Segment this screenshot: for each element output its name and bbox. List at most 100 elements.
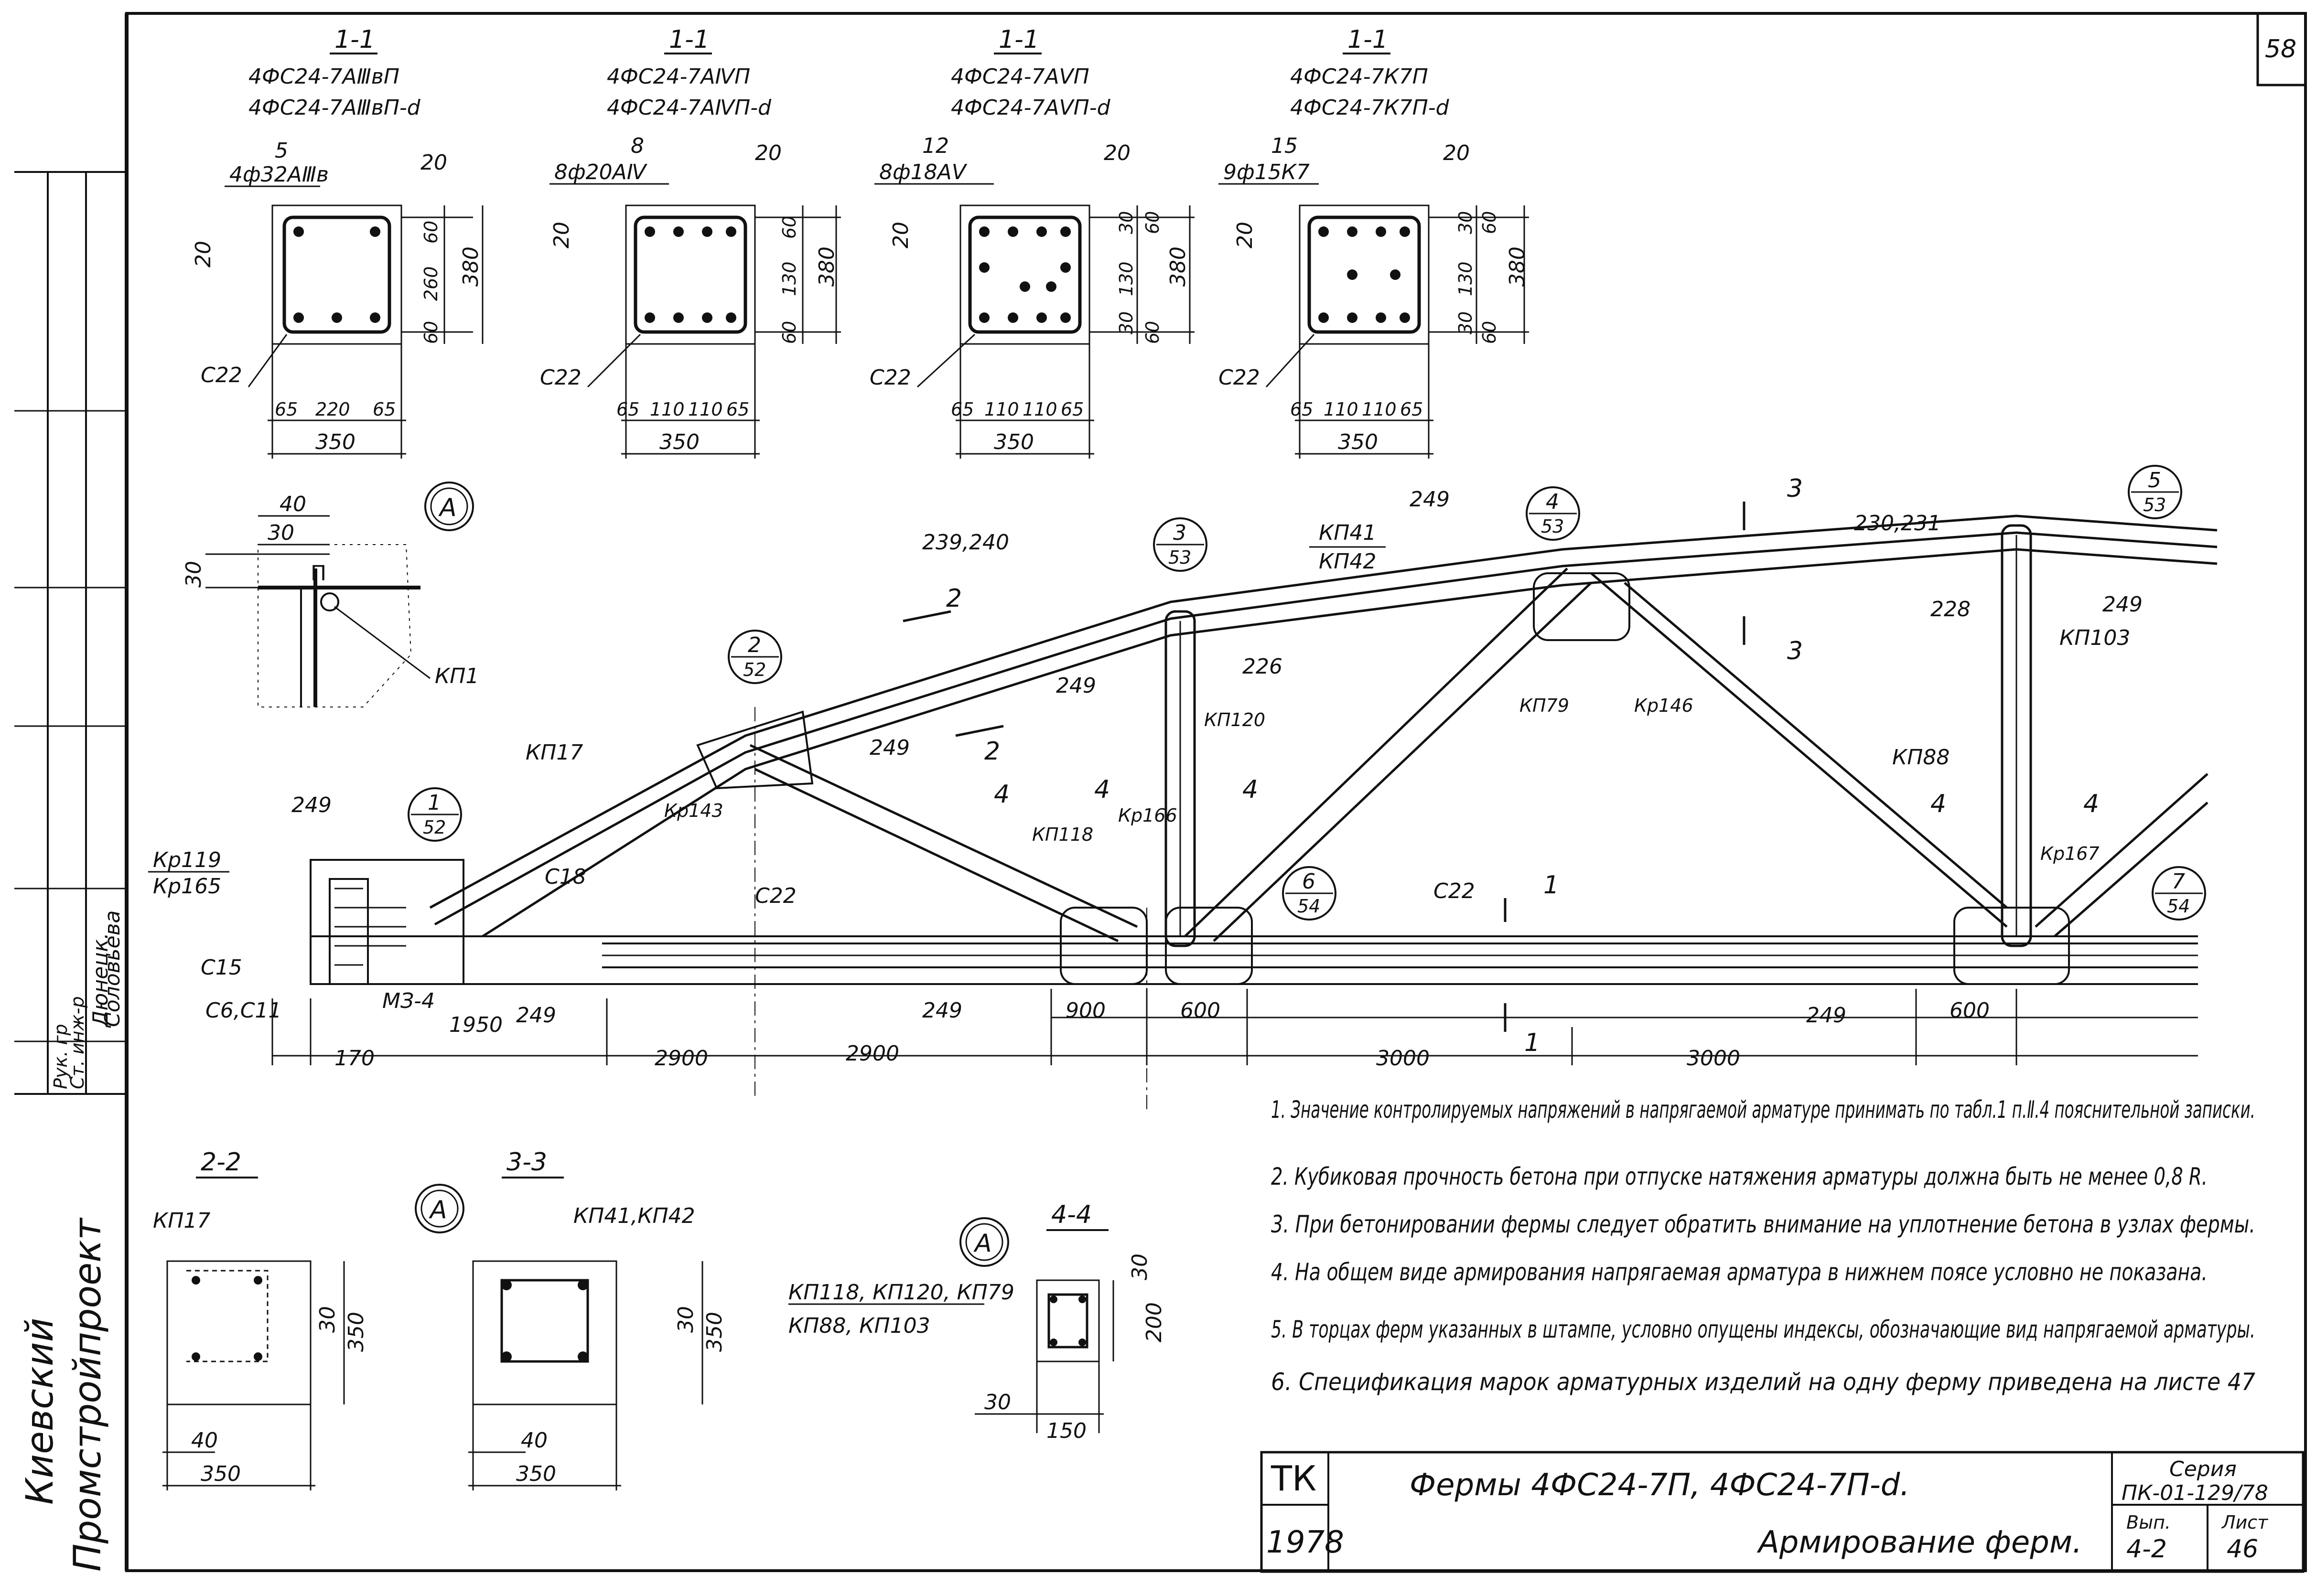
section-1-1-b: 1-1 4ФС24-7АⅣП 4ФС24-7АⅣП-d 8 8ф20АⅣ 20 … bbox=[540, 25, 841, 459]
section-callout-2: КП88, КП103 bbox=[788, 1314, 930, 1338]
section-mark-1: 4ФС24-7АⅤП bbox=[951, 64, 1089, 89]
label-239: 239,240 bbox=[922, 530, 1009, 555]
section-title: 1-1 bbox=[669, 25, 710, 54]
side-stamp-role-2: Ст. инж-р bbox=[67, 996, 88, 1089]
node-callout-1: 1 52 bbox=[408, 787, 462, 842]
dim-total-w: 350 bbox=[659, 430, 700, 454]
dim-3: 30 bbox=[984, 1390, 1011, 1414]
section-1-1-a: 1-1 4ФС24-7АⅢвП 4ФС24-7АⅢвП-d 5 4ф32АⅢв … bbox=[191, 25, 484, 459]
label-249-a: 249 bbox=[291, 793, 332, 817]
side-stamp-role-1: Рук. гр bbox=[50, 1024, 71, 1089]
section-mark-1: 4ФС24-7АⅣП bbox=[607, 64, 750, 89]
dim-v-1: 60 bbox=[1142, 211, 1163, 234]
dim-h-3: 110 bbox=[688, 399, 723, 420]
dim-1: 30 bbox=[1128, 1253, 1152, 1280]
section-mark-2: 4ФС24-7АⅤП-d bbox=[951, 96, 1111, 120]
dim-left: 20 bbox=[549, 222, 574, 248]
label-228: 228 bbox=[1930, 597, 1971, 621]
section-mark-2: 4ФС24-7К7П-d bbox=[1290, 96, 1450, 120]
section-mark-2: 4ФС24-7АⅣП-d bbox=[607, 96, 772, 120]
dim-top: 20 bbox=[755, 141, 782, 165]
section-mark-3-upper: 3 bbox=[1787, 474, 1803, 503]
dim-3000-b: 3000 bbox=[1687, 1046, 1740, 1071]
node-callout-2: 2 52 bbox=[728, 630, 782, 684]
dim-v-5: 60 bbox=[1142, 321, 1163, 344]
dim-h-2: 110 bbox=[650, 399, 685, 420]
sheet-value: 46 bbox=[2227, 1535, 2258, 1564]
label-c6c11: С6,С11 bbox=[205, 998, 281, 1023]
series-value: ПК-01-129/78 bbox=[2122, 1481, 2268, 1505]
section-mark-4-c: 4 bbox=[994, 780, 1010, 809]
side-stamp-name-1: Дюнецк. bbox=[88, 932, 113, 1028]
section-mark-4-e: 4 bbox=[2083, 790, 2099, 818]
dim-4: 150 bbox=[1046, 1419, 1087, 1443]
dim-900: 900 bbox=[1066, 998, 1106, 1023]
dim-600-b: 600 bbox=[1950, 998, 1990, 1023]
note-3: 3. При бетонировании фермы следует обрат… bbox=[1271, 1210, 2255, 1238]
section-title: 4-4 bbox=[1051, 1200, 1092, 1229]
node-callout-sheet: 54 bbox=[2167, 896, 2190, 917]
issue-value: 4-2 bbox=[2126, 1535, 2167, 1564]
dim-total-h: 380 bbox=[459, 246, 483, 287]
detail-callout: КП1 bbox=[435, 664, 479, 688]
circle-a-label: А bbox=[973, 1229, 992, 1258]
dim-4: 350 bbox=[516, 1462, 556, 1486]
section-mark-4-b: 4 bbox=[1242, 775, 1258, 804]
label-kp88: КП88 bbox=[1892, 745, 1950, 770]
dim-h-3: 110 bbox=[1362, 399, 1397, 420]
label-249-b: 249 bbox=[516, 1003, 556, 1028]
dim-top: 20 bbox=[420, 150, 447, 175]
section-mark-4-a: 4 bbox=[1094, 775, 1110, 804]
section-title: 1-1 bbox=[1347, 25, 1388, 54]
label-kr119: Кр119 bbox=[153, 848, 221, 872]
dim-top: 20 bbox=[1443, 141, 1470, 165]
dim-h-1: 65 bbox=[951, 399, 974, 420]
dim-total-w: 350 bbox=[994, 430, 1034, 454]
section-mark-2: 4ФС24-7АⅢвП-d bbox=[248, 96, 421, 120]
circle-a-label: А bbox=[429, 1196, 447, 1224]
section-mark-2-lower: 2 bbox=[984, 737, 1000, 766]
section-1-1-c: 1-1 4ФС24-7АⅤП 4ФС24-7АⅤП-d 12 8ф18АⅤ 20… bbox=[870, 25, 1195, 459]
bar-count: 15 bbox=[1271, 134, 1298, 158]
label-kp103: КП103 bbox=[2059, 626, 2130, 650]
mesh-label: С22 bbox=[201, 363, 242, 387]
section-title: 1-1 bbox=[334, 25, 375, 54]
section-mark-4-d: 4 bbox=[1930, 790, 1946, 818]
note-2: 2. Кубиковая прочность бетона при отпуск… bbox=[1271, 1163, 2208, 1190]
dim-v-3: 60 bbox=[420, 321, 442, 344]
note-1: 1. Значение контролируемых напряжений в … bbox=[1271, 1096, 2255, 1124]
node-callout-7: 7 54 bbox=[2152, 866, 2206, 921]
dim-2: 350 bbox=[702, 1312, 727, 1352]
bar-count: 12 bbox=[922, 134, 949, 158]
section-mark-1-lower: 1 bbox=[1524, 1028, 1540, 1057]
node-callout-num: 1 bbox=[428, 791, 441, 815]
label-249-e: 249 bbox=[1410, 487, 1450, 512]
node-callout-6: 6 54 bbox=[1282, 866, 1336, 921]
series-label: Серия bbox=[2169, 1457, 2237, 1481]
node-callout-3: 3 53 bbox=[1153, 517, 1207, 572]
dim-total-w: 350 bbox=[315, 430, 355, 454]
node-callout-num: 6 bbox=[1302, 869, 1315, 894]
dim-v-5: 60 bbox=[1479, 321, 1500, 344]
dim-h-3: 110 bbox=[1023, 399, 1057, 420]
side-stamp-name-2: Соловьева bbox=[100, 910, 125, 1027]
section-2-2: 2-2 КП17 30 350 40 350 bbox=[153, 1148, 368, 1490]
sheet-number: 58 bbox=[2265, 35, 2296, 64]
dim-3: 40 bbox=[191, 1428, 218, 1453]
dim-170: 170 bbox=[334, 1046, 375, 1071]
detail-part: П bbox=[311, 561, 326, 586]
dim-v-2: 130 bbox=[779, 261, 800, 296]
section-4-4: А 4-4 КП118, КП120, КП79 КП88, КП103 30 … bbox=[788, 1200, 1166, 1443]
dim-total-w: 350 bbox=[1338, 430, 1378, 454]
dim-h-4: 65 bbox=[1061, 399, 1084, 420]
bar-spec: 8ф18АⅤ bbox=[879, 160, 968, 184]
dim-2: 200 bbox=[1142, 1302, 1166, 1342]
dim-v-3: 130 bbox=[1455, 261, 1476, 296]
title-block-title: Фермы 4ФС24-7П, 4ФС24-7П-d. bbox=[1410, 1467, 1910, 1503]
node-callout-5: 5 53 bbox=[2128, 465, 2182, 519]
dim-total-h: 380 bbox=[1505, 246, 1530, 287]
mesh-label: С22 bbox=[540, 365, 582, 390]
label-kp41: КП41 bbox=[1319, 521, 1376, 545]
node-callout-num: 3 bbox=[1173, 521, 1186, 545]
